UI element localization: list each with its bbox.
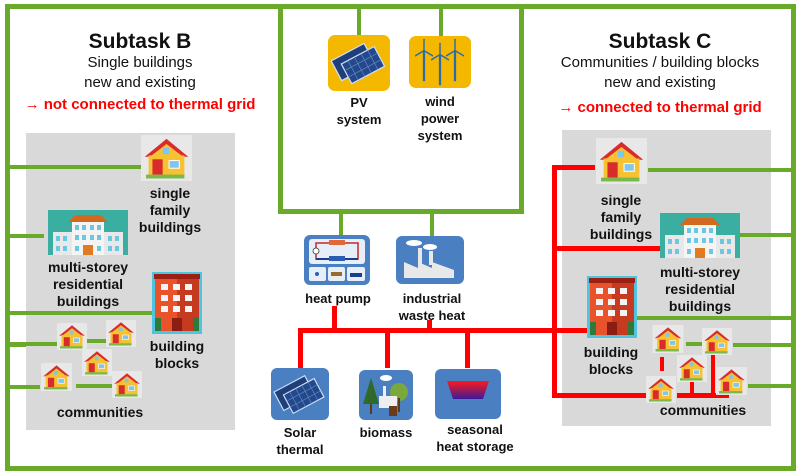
grid-link-b-building-blocks-overlay <box>8 311 153 315</box>
grid-line-bottom <box>5 466 796 471</box>
thermal-link-c-house-c <box>711 352 715 396</box>
subtask-c-note: → connected to thermal grid <box>558 99 762 116</box>
grid-link-c-single-family-overlay <box>648 168 794 172</box>
b-community-house-icon <box>106 320 136 347</box>
heat-pump-icon <box>304 235 370 285</box>
grid-line-right <box>791 4 796 470</box>
grid-link-heat-pump <box>339 212 343 236</box>
industrial-waste-heat-icon <box>396 236 464 284</box>
grid-link-c-multi-storey-overlay <box>740 233 794 237</box>
b-multi-storey-label: multi-storey residential buildings <box>47 259 129 309</box>
c-community-house-icon <box>652 325 684 353</box>
subtask-c-line2: new and existing <box>604 74 716 91</box>
grid-link-b-community-house-overlay <box>87 339 107 343</box>
thermal-link-c-single-family <box>552 165 595 170</box>
wind-power-icon <box>409 36 471 88</box>
thermal-link-biomass <box>385 328 390 368</box>
c-single-family-house-icon <box>594 138 649 184</box>
seasonal-heat-storage-label: seasonal heat storage <box>436 422 514 454</box>
c-communities-label: communities <box>659 402 747 418</box>
wind-power-label: wind power system <box>417 94 463 143</box>
solar-thermal-icon <box>271 368 329 420</box>
b-community-house-icon <box>112 371 142 398</box>
subtask-b-line1: Single buildings <box>87 54 193 71</box>
grid-link-c-community-1-overlay <box>733 343 794 347</box>
grid-link-c-community-2-overlay <box>748 384 794 388</box>
b-community-house-icon <box>57 323 87 350</box>
thermal-link-solar <box>298 328 303 368</box>
grid-link-c-building-blocks-overlay <box>637 316 794 320</box>
subtask-b-note: → not connected to thermal grid <box>24 96 256 113</box>
biomass-label: biomass <box>359 425 413 440</box>
c-community-house-icon <box>716 367 747 395</box>
grid-link-pv <box>357 4 361 36</box>
grid-link-b-community-1-overlay <box>8 342 60 346</box>
grid-link-b-community-house-2-overlay <box>76 384 116 388</box>
industrial-waste-heat-label: industrial waste heat <box>398 291 466 323</box>
thermal-trunk-c <box>552 165 557 397</box>
c-building-blocks-label: building blocks <box>583 344 639 377</box>
b-multi-storey-icon <box>48 210 128 255</box>
pv-system-icon <box>328 35 390 91</box>
c-building-block-icon <box>587 276 637 338</box>
b-communities-label: communities <box>56 404 144 420</box>
pv-system-label: PV system <box>336 95 382 127</box>
b-community-house-icon <box>41 363 72 391</box>
subtask-b-title: Subtask B <box>88 30 192 53</box>
subtask-c-title: Subtask C <box>608 30 712 53</box>
grid-link-industrial <box>430 212 434 236</box>
thermal-link-heat-pump <box>332 306 337 331</box>
grid-line-top <box>5 4 795 9</box>
thermal-link-storage <box>465 328 470 368</box>
subtask-c-line1: Communities / building blocks <box>560 54 760 71</box>
thermal-link-industrial <box>427 320 432 331</box>
thermal-link-c-house-b <box>690 380 694 396</box>
thermal-link-building-blocks <box>558 328 588 333</box>
b-single-family-label: single family buildings <box>138 185 202 235</box>
b-community-house-icon <box>82 349 112 376</box>
grid-link-b-community-2-overlay <box>8 385 40 389</box>
c-community-house-icon <box>677 355 707 382</box>
b-single-family-house-icon <box>139 135 194 181</box>
grid-link-wind <box>439 4 443 36</box>
grid-line-left <box>5 4 10 470</box>
subtask-b-line2: new and existing <box>84 74 196 91</box>
grid-line-center-bottom <box>278 209 524 214</box>
grid-link-b-multi-storey-overlay <box>8 234 44 238</box>
grid-link-b-single-family-overlay <box>8 165 143 169</box>
thermal-link-c-house-row <box>677 393 729 398</box>
c-community-house-icon <box>702 328 732 355</box>
b-building-blocks-label: building blocks <box>149 338 205 371</box>
c-community-house-icon <box>646 376 676 403</box>
seasonal-heat-storage-icon <box>435 369 501 419</box>
thermal-link-c-multi-storey <box>552 246 660 251</box>
solar-thermal-label: Solar thermal <box>276 425 324 457</box>
grid-line-center-left <box>278 4 283 214</box>
c-multi-storey-icon <box>660 213 740 258</box>
thermal-link-c-house-a <box>660 357 664 371</box>
grid-line-center-right <box>519 4 524 214</box>
thermal-link-c-communities <box>552 393 648 398</box>
heat-pump-label: heat pump <box>305 291 371 306</box>
c-single-family-label: single family buildings <box>589 192 653 242</box>
c-multi-storey-label: multi-storey residential buildings <box>659 264 741 314</box>
b-building-block-icon <box>152 272 202 334</box>
biomass-icon <box>359 370 413 420</box>
grid-link-c-community-house-overlay <box>686 342 703 346</box>
